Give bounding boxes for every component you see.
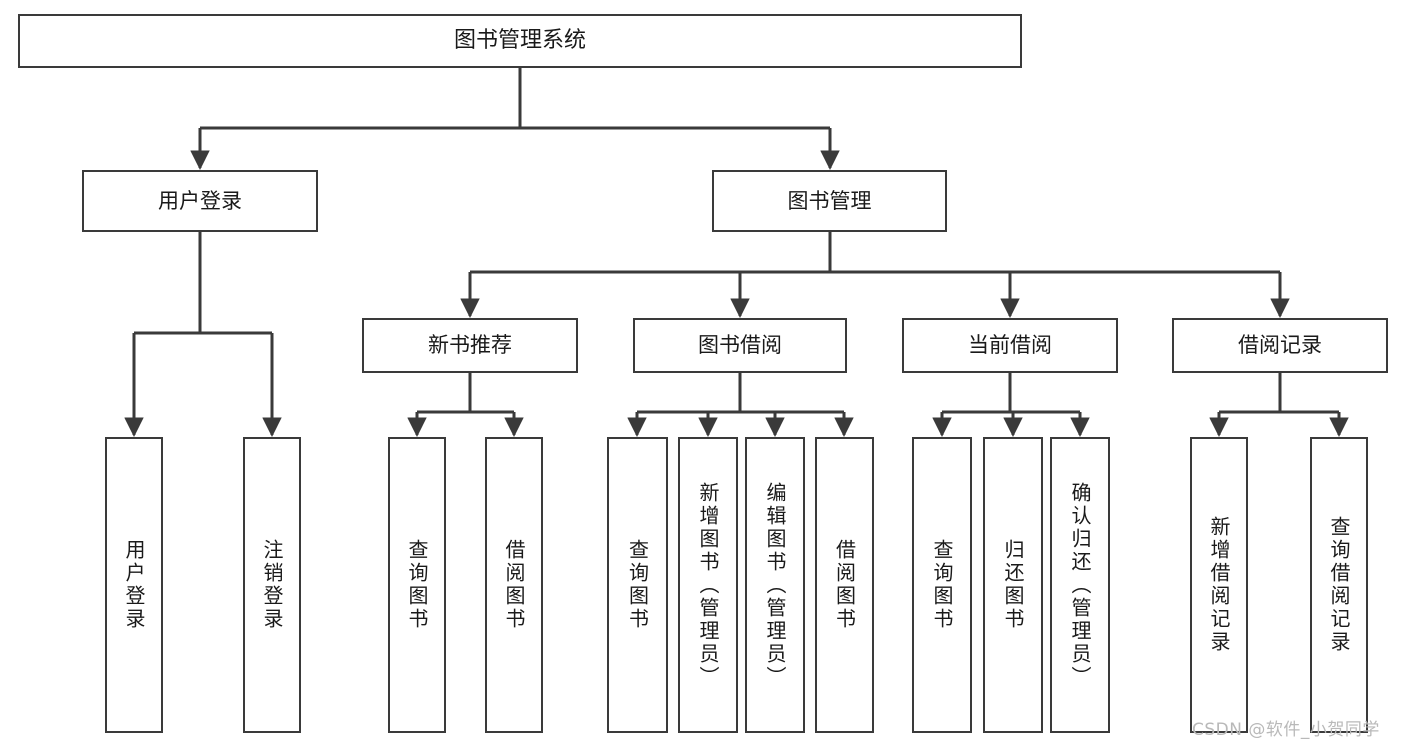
leaf-query-book-newbook[interactable]: 查询图书 — [388, 437, 446, 733]
node-label: 注销登录 — [260, 539, 284, 631]
node-label: 图书借阅 — [698, 333, 782, 358]
node-label: 新书推荐 — [428, 333, 512, 358]
node-label: 图书管理 — [787, 188, 872, 213]
node-label: 归还图书 — [1001, 539, 1025, 631]
leaf-borrow-book-newbook[interactable]: 借阅图书 — [485, 437, 543, 733]
node-label: 编辑图书（管理员） — [763, 481, 787, 689]
leaf-edit-book-admin[interactable]: 编辑图书（管理员） — [745, 437, 805, 733]
node-book-borrow[interactable]: 图书借阅 — [633, 318, 847, 373]
node-current-borrow[interactable]: 当前借阅 — [902, 318, 1118, 373]
node-label: 查询借阅记录 — [1327, 516, 1351, 654]
node-label: 用户登录 — [122, 539, 146, 631]
leaf-add-borrow-record[interactable]: 新增借阅记录 — [1190, 437, 1248, 733]
leaf-add-book-admin[interactable]: 新增图书（管理员） — [678, 437, 738, 733]
node-label: 查询图书 — [405, 539, 429, 631]
node-label: 借阅记录 — [1238, 333, 1322, 358]
leaf-confirm-return-admin[interactable]: 确认归还（管理员） — [1050, 437, 1110, 733]
node-label: 查询图书 — [930, 539, 954, 631]
node-user-login[interactable]: 用户登录 — [82, 170, 318, 232]
node-borrow-record[interactable]: 借阅记录 — [1172, 318, 1388, 373]
leaf-return-book[interactable]: 归还图书 — [983, 437, 1043, 733]
leaf-logout-login[interactable]: 注销登录 — [243, 437, 301, 733]
node-label: 新增借阅记录 — [1207, 516, 1231, 654]
node-label: 确认归还（管理员） — [1068, 481, 1092, 689]
node-label: 借阅图书 — [502, 539, 526, 631]
node-new-book-recommend[interactable]: 新书推荐 — [362, 318, 578, 373]
leaf-query-borrow-record[interactable]: 查询借阅记录 — [1310, 437, 1368, 733]
node-root-system[interactable]: 图书管理系统 — [18, 14, 1022, 68]
leaf-query-book-current[interactable]: 查询图书 — [912, 437, 972, 733]
leaf-user-login[interactable]: 用户登录 — [105, 437, 163, 733]
node-label: 新增图书（管理员） — [696, 481, 720, 689]
csdn-watermark: CSDN @软件_小贺同学 — [1192, 720, 1380, 740]
leaf-query-book-borrow[interactable]: 查询图书 — [607, 437, 668, 733]
node-label: 查询图书 — [625, 539, 650, 631]
node-label: 图书管理系统 — [453, 28, 586, 54]
leaf-borrow-book[interactable]: 借阅图书 — [815, 437, 874, 733]
node-book-management[interactable]: 图书管理 — [712, 170, 947, 232]
node-label: 借阅图书 — [832, 539, 857, 631]
node-label: 用户登录 — [158, 188, 242, 213]
node-label: 当前借阅 — [968, 333, 1052, 358]
